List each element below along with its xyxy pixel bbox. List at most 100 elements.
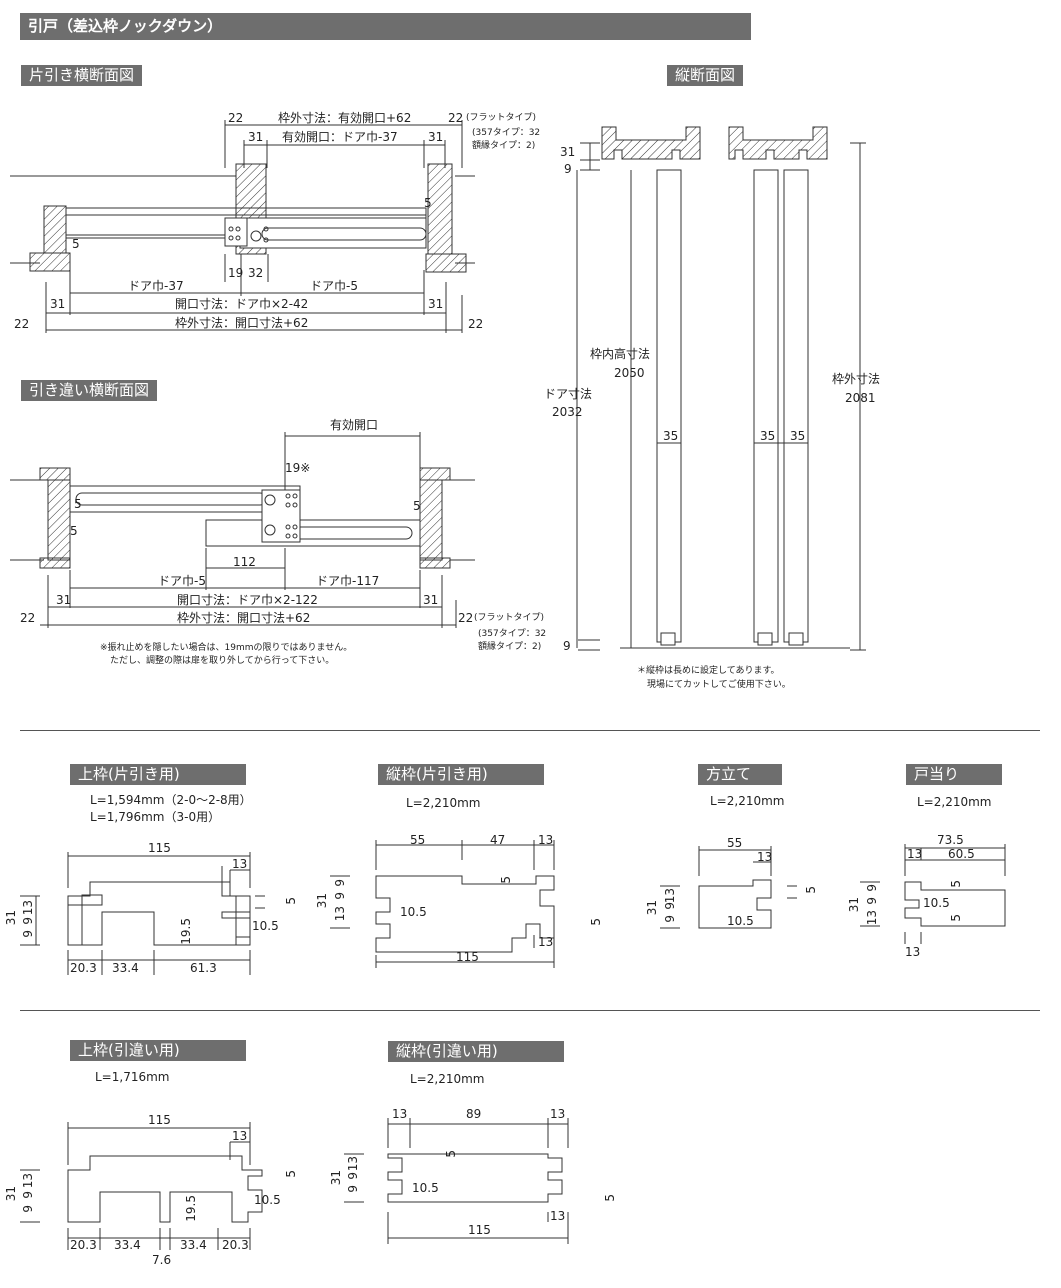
side-double-profile [344,1118,569,1244]
part-side-double-5a: 5 [444,1150,458,1158]
part-top-double-b4: 20.3 [222,1238,249,1252]
part-top-double-len: L=1,716mm [95,1070,170,1084]
part-stop-13a: 13 [907,847,923,861]
part-top-single-5: 5 [284,897,298,905]
double-cross-heading: 引き違い横断面図 [21,380,158,401]
single-dim-31-a: 31 [248,130,264,144]
vertical-drawing [576,126,866,651]
double-open: 開口寸法：ドア巾×2-122 [177,593,318,607]
part-side-double-105: 10.5 [412,1181,439,1195]
part-top-single-b1: 20.3 [70,961,97,975]
single-flat-note: (フラットタイプ) [466,113,537,123]
part-top-double-b1: 20.3 [70,1238,97,1252]
double-dim-5-c: 5 [70,524,78,538]
part-mullion-a: 55 [727,836,743,850]
vert-note-2: 現場にてカットしてご使用下さい。 [647,680,791,690]
part-side-single-5a: 5 [499,876,513,884]
sheet-title: 引戸（差込枠ノックダウン） [20,13,751,40]
double-357-note: (357タイプ：32 [478,629,547,639]
top-single-profile [20,852,265,975]
stop-profile [860,844,1006,944]
part-side-double-13b: 13 [550,1209,566,1223]
part-top-double-title: 上枠(引違い用) [70,1040,246,1061]
part-side-single-b: 47 [490,833,506,847]
part-side-double-len: L=2,210mm [410,1072,485,1086]
part-stop-31: 31 [847,897,861,913]
double-dim-112: 112 [233,555,256,569]
part-mullion-9a: 9 [663,902,677,910]
part-stop-b: 60.5 [948,847,975,861]
double-dim-22-a: 22 [20,611,36,625]
part-top-double-13v: 13 [21,1173,35,1189]
part-side-single-13v: 13 [333,906,347,922]
vert-dim-31: 31 [560,145,576,159]
single-dim-22-left: 22 [228,111,244,125]
part-stop-9b: 9 [865,897,879,905]
part-stop-5a: 5 [949,880,963,888]
part-top-single-len2: L=1,796mm（3-0用） [90,810,221,824]
double-outer: 枠外寸法：開口寸法+62 [177,611,311,625]
part-top-double-h195: 19.5 [184,1195,198,1222]
double-door117: ドア巾-117 [316,574,380,588]
top-double-profile [20,1122,263,1250]
part-side-single-9b: 9 [333,892,347,900]
vert-inner-value: 2050 [614,366,645,380]
part-mullion-13: 13 [757,850,773,864]
part-side-single-105: 10.5 [400,905,427,919]
single-cross-drawing [10,120,475,333]
part-mullion-13v: 13 [663,888,677,904]
vert-outer-label: 枠外寸法 [832,372,881,386]
double-dim-31-a: 31 [56,593,72,607]
part-side-single-9a: 9 [333,879,347,887]
single-door37: ドア巾-37 [128,279,184,293]
vertical-heading: 縦断面図 [667,65,744,86]
part-top-single-title: 上枠(片引き用) [70,764,246,785]
part-stop-105: 10.5 [923,896,950,910]
single-dim-31-d: 31 [428,297,444,311]
part-side-single-title: 縦枠(片引き用) [378,764,544,785]
part-side-single-a: 55 [410,833,426,847]
part-mullion-5: 5 [804,886,818,894]
double-dim-5-a: 5 [74,497,82,511]
double-dim-22-b: 22 [458,611,474,625]
single-dim-22-c: 22 [14,317,30,331]
double-cross-drawing [10,432,475,628]
part-side-double-b: 89 [466,1107,482,1121]
part-side-single-w: 115 [456,950,479,964]
part-stop-5b: 5 [949,914,963,922]
single-dim-22-right: 22 [448,111,464,125]
part-mullion-105: 10.5 [727,914,754,928]
vert-inner-label: 枠内高寸法 [590,347,651,361]
part-stop-13b: 13 [905,945,921,959]
double-door5: ドア巾-5 [158,574,206,588]
double-effective: 有効開口 [330,418,379,432]
vert-door-value: 2032 [552,405,583,419]
vert-dim-9-bottom: 9 [563,639,571,653]
part-top-single-w: 115 [148,841,171,855]
vert-door-label: ドア寸法 [544,387,593,401]
vert-outer-value: 2081 [845,391,876,405]
part-top-single-b2: 33.4 [112,961,139,975]
divider-1 [20,730,1040,731]
part-top-single-13: 13 [232,857,248,871]
single-dim-19: 19 [228,266,244,280]
part-side-double-5b: 5 [603,1194,617,1202]
part-side-double-title: 縦枠(引違い用) [388,1041,564,1062]
part-stop-9a: 9 [865,884,879,892]
part-side-double-a: 13 [392,1107,408,1121]
part-mullion-31: 31 [645,900,659,916]
single-open: 開口寸法：ドア巾×2-42 [175,297,309,311]
double-flat-note: (フラットタイプ) [474,613,545,623]
single-top-outer: 枠外寸法：有効開口+62 [278,111,412,125]
part-side-double-9a: 9 [346,1172,360,1180]
single-dim-31-c: 31 [50,297,66,311]
double-note-2: ただし、調整の際は扉を取り外してから行って下さい。 [110,656,335,666]
single-dim-31-b: 31 [428,130,444,144]
part-top-double-105: 10.5 [254,1193,281,1207]
single-top-open: 有効開口：ドア巾-37 [282,130,398,144]
part-top-double-9a: 9 [21,1191,35,1199]
part-top-single-b3: 61.3 [190,961,217,975]
divider-2 [20,1010,1040,1011]
